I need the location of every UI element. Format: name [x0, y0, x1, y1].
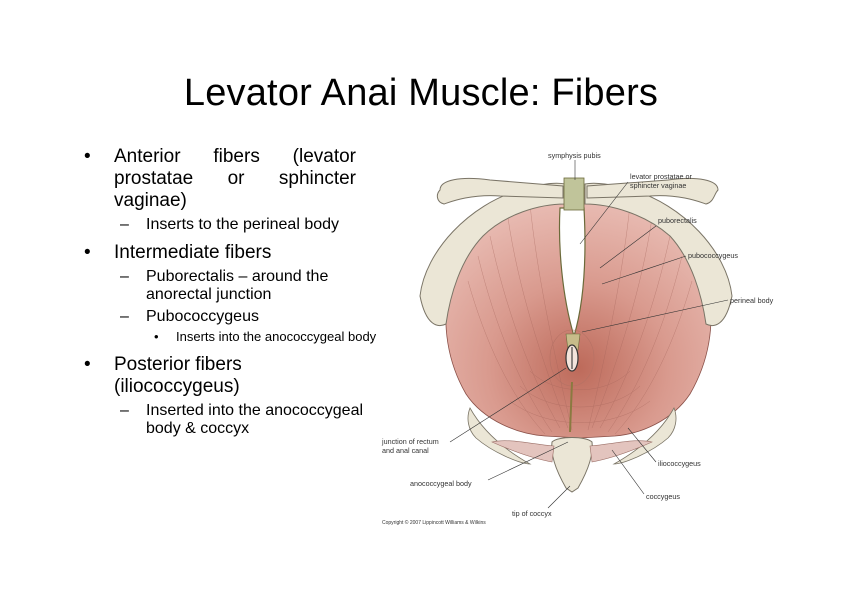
label-junction-1: junction of rectum	[381, 437, 439, 446]
sub-bullet-pubococcygeus: – Pubococcygeus	[84, 308, 384, 326]
superior-pubic-ramus-right	[586, 177, 719, 205]
slide-title: Levator Anai Muscle: Fibers	[183, 72, 659, 114]
coccygeus-left	[491, 440, 555, 463]
bullet-list: • Anterior fibers (levator prostatae or …	[84, 146, 384, 442]
label-coccygeus: coccygeus	[646, 492, 680, 501]
sub-bullet-posterior-insert: – Inserted into the anococcygeal body & …	[84, 402, 386, 438]
superior-pubic-ramus	[436, 177, 564, 205]
bullet-posterior-text: Posterior fibers (iliococcygeus)	[114, 354, 242, 397]
bullet-marker: •	[84, 354, 91, 375]
dash-marker: –	[120, 216, 129, 233]
bullet-marker: •	[84, 146, 91, 167]
label-pubococcygeus: pubococcygeus	[688, 251, 738, 260]
bullet-anterior-text: Anterior fibers (levator prostatae or sp…	[114, 146, 356, 211]
bullet-intermediate-fibers: • Intermediate fibers	[84, 242, 384, 264]
sub-bullet-anterior-insert: – Inserts to the perineal body	[84, 216, 384, 234]
dash-marker: –	[120, 402, 129, 419]
label-levator-prostatae-2: sphincter vaginae	[630, 181, 686, 190]
anococcygeal-raphe	[569, 381, 573, 433]
bullet-intermediate-text: Intermediate fibers	[114, 242, 272, 263]
label-anococcygeal-body: anococcygeal body	[410, 479, 472, 488]
bullet-marker: •	[154, 329, 159, 344]
levator-ani-diagram: symphysis pubis levator prostatae or sph…	[381, 151, 774, 526]
dash-marker: –	[120, 308, 129, 325]
symphysis-pubis	[563, 177, 585, 211]
label-levator-prostatae-1: levator prostatae or	[630, 172, 693, 181]
label-perineal-body: perineal body	[730, 296, 774, 305]
ischial-spine-right	[612, 407, 677, 465]
label-tip-of-coccyx: tip of coccyx	[512, 509, 552, 518]
sub-bullet-pubococcygeus-text: Pubococcygeus	[146, 308, 259, 325]
label-iliococcygeus: iliococcygeus	[658, 459, 701, 468]
copyright-note: Copyright © 2007 Lippincott Williams & W…	[382, 519, 486, 526]
dash-marker: –	[120, 268, 129, 285]
bullet-anterior-fibers: • Anterior fibers (levator prostatae or …	[84, 146, 356, 212]
sub-bullet-anterior-text: Inserts to the perineal body	[146, 216, 340, 233]
sub-bullet-posterior-text: Inserted into the anococcygeal body & co…	[146, 402, 364, 437]
bullet-marker: •	[84, 242, 91, 263]
leader-lines	[449, 160, 729, 509]
coccyx	[551, 437, 593, 493]
sub-bullet-puborectalis-text: Puborectalis – around the anorectal junc…	[146, 268, 329, 303]
label-symphysis-pubis: symphysis pubis	[548, 151, 601, 160]
sub-bullet-puborectalis: – Puborectalis – around the anorectal ju…	[84, 268, 376, 304]
label-puborectalis: puborectalis	[658, 216, 697, 225]
sub-sub-bullet-anococcygeal-text: Inserts into the anococcygeal body	[176, 329, 377, 344]
ischial-spine-left	[467, 407, 532, 465]
bullet-posterior-fibers: • Posterior fibers (iliococcygeus)	[84, 354, 284, 398]
coccygeus-right	[589, 440, 653, 463]
label-junction-2: and anal canal	[382, 446, 429, 455]
sub-sub-bullet-anococcygeal: • Inserts into the anococcygeal body	[84, 330, 386, 344]
